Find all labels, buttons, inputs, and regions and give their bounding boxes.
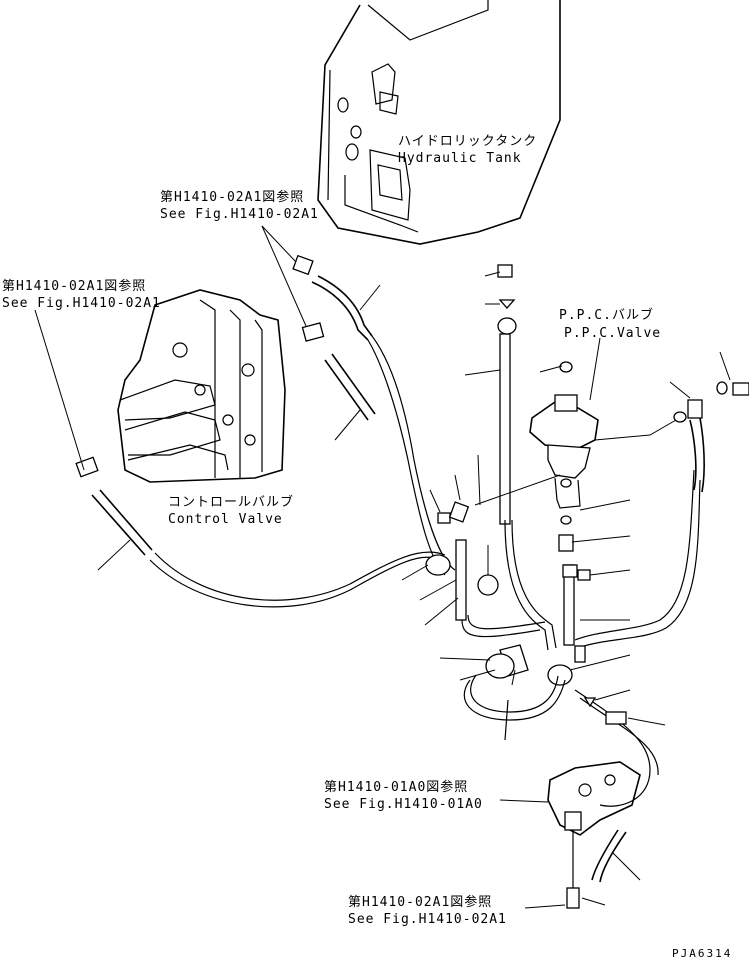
lower-valve xyxy=(547,761,641,909)
control-valve-block xyxy=(117,289,286,483)
leader-lines xyxy=(34,225,731,909)
reference-label-a-jp: 第H1410-02A1図参照 xyxy=(160,190,305,205)
control-valve-label-jp: コントロールバルブ xyxy=(168,495,295,510)
drawing-code: PJA6314 xyxy=(672,947,733,960)
reference-label-b-en: See Fig.H1410-02A1 xyxy=(2,296,161,311)
hydraulic-tank-label-jp: ハイドロリックタンク xyxy=(398,134,538,149)
right-hose xyxy=(497,264,749,725)
reference-label-d-jp: 第H1410-02A1図参照 xyxy=(348,895,493,910)
control-valve-label-en: Control Valve xyxy=(168,512,283,527)
hydraulic-tank xyxy=(317,0,561,245)
ppc-valve-label-jp: P.P.C.バルブ xyxy=(559,308,654,323)
reference-label-c-en: See Fig.H1410-01A0 xyxy=(324,797,483,812)
reference-label-b-jp: 第H1410-02A1図参照 xyxy=(2,279,147,294)
reference-label-c-jp: 第H1410-01A0図参照 xyxy=(324,780,469,795)
ppc-valve-label-en: P.P.C.Valve xyxy=(564,326,662,341)
ppc-valve xyxy=(529,361,599,581)
center-piping xyxy=(425,317,701,807)
tank-hose xyxy=(311,275,456,576)
reference-label-a-en: See Fig.H1410-02A1 xyxy=(160,207,319,222)
reference-label-d-en: See Fig.H1410-02A1 xyxy=(348,912,507,927)
elbow-fittings xyxy=(75,254,470,524)
hydraulic-tank-label-en: Hydraulic Tank xyxy=(398,151,522,166)
control-valve-hose xyxy=(91,353,446,608)
